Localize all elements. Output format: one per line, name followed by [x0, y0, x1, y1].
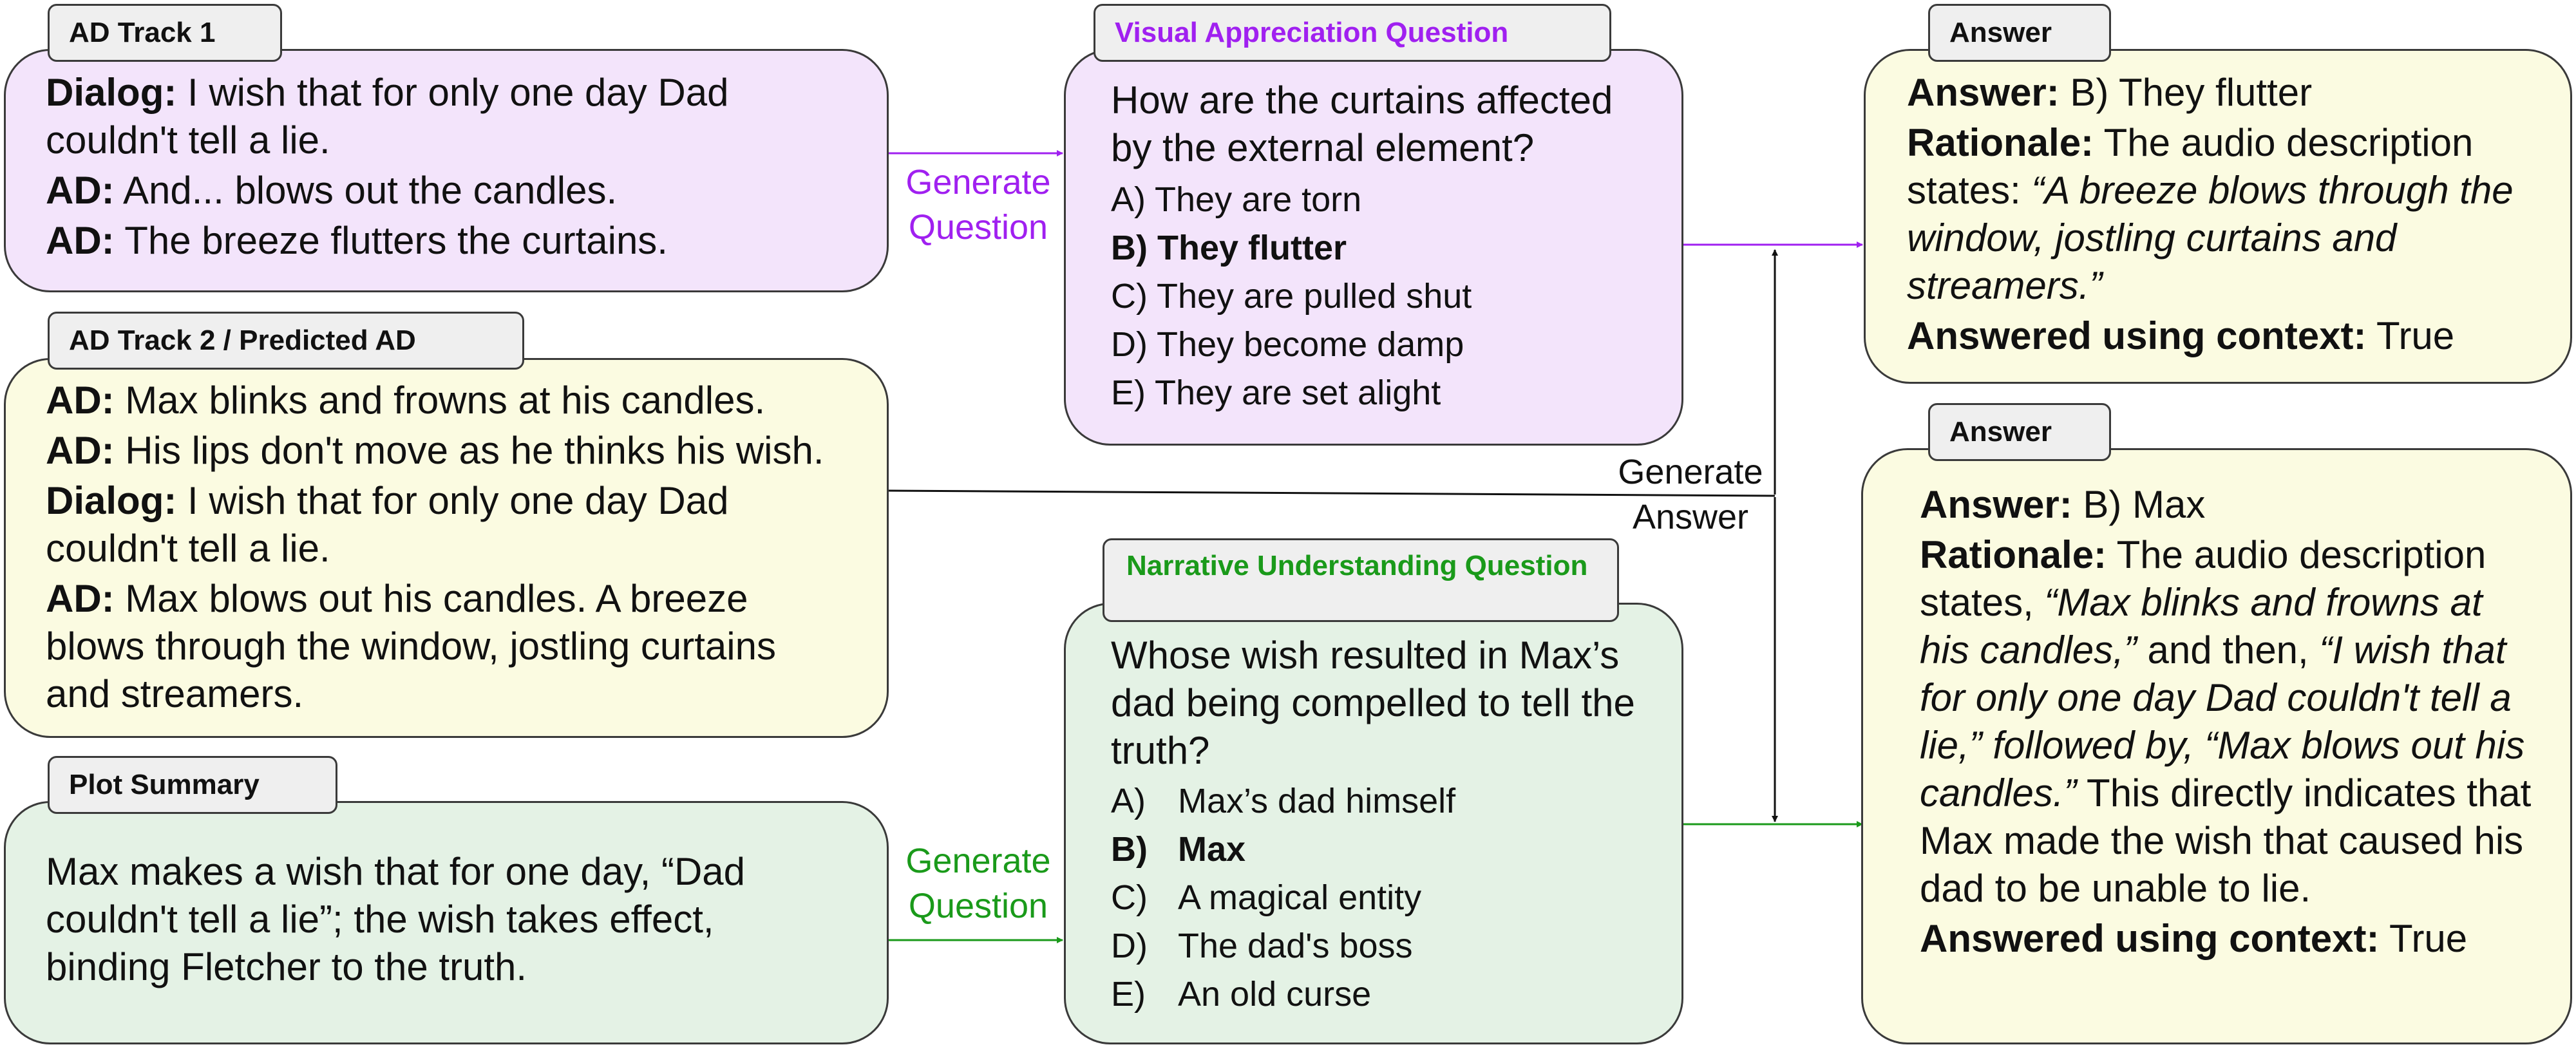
answer1-answer: Answer: B) They flutter — [1907, 71, 2313, 114]
answer1-context: Answered using context: True — [1907, 314, 2455, 357]
ad-track1-line: AD: The breeze flutters the curtains. — [46, 219, 668, 262]
narrative-question-title: Narrative Understanding Question — [1103, 538, 1619, 622]
generate-answer-label: Generate Answer — [1618, 453, 1763, 536]
answer1-rationale: Rationale: The audio description states:… — [1907, 121, 2514, 307]
visual-option-c: C) They are pulled shut — [1111, 277, 1472, 316]
narrative-option-b: B)Max — [1111, 830, 1246, 869]
visual-option-b: B) They flutter — [1111, 229, 1347, 267]
visual-option-e: E) They are set alight — [1111, 373, 1441, 412]
ad-track1-title: AD Track 1 — [48, 4, 282, 62]
answer1-title: Answer — [1928, 4, 2111, 62]
answer2-context: Answered using context: True — [1920, 917, 2468, 960]
answer2-answer: Answer: B) Max — [1920, 483, 2206, 526]
visual-option-a: A) They are torn — [1111, 180, 1362, 219]
answer2-title: Answer — [1928, 403, 2111, 461]
ad-track2-title: AD Track 2 / Predicted AD — [48, 312, 524, 370]
visual-option-d: D) They become damp — [1111, 325, 1464, 364]
ad-track2-box: AD: Max blinks and frowns at his candles… — [4, 358, 889, 738]
generate-question-label-1: Generate Question — [905, 163, 1051, 247]
answer2-rationale: Rationale: The audio description states,… — [1920, 533, 2532, 910]
plot-summary-title: Plot Summary — [48, 756, 337, 814]
answer1-box: Answer: B) They flutter Rationale: The a… — [1864, 49, 2572, 384]
narrative-question-box: Whose wish resulted in Max’s dad being c… — [1064, 603, 1683, 1044]
visual-question-title: Visual Appreciation Question — [1094, 4, 1611, 62]
ad-track1-line: Dialog: I wish that for only one day Dad… — [46, 71, 729, 162]
ad-track2-line: AD: Max blinks and frowns at his candles… — [46, 379, 766, 422]
visual-question-box: How are the curtains affected by the ext… — [1064, 49, 1683, 446]
narrative-option-c: C)A magical entity — [1111, 878, 1422, 917]
plot-summary-text: Max makes a wish that for one day, “Dad … — [46, 850, 746, 988]
narrative-question-text: Whose wish resulted in Max’s dad being c… — [1111, 634, 1635, 772]
ad-track2-line: AD: Max blows out his candles. A breeze … — [46, 577, 776, 715]
ad-track1-line: AD: And... blows out the candles. — [46, 169, 618, 212]
line-ad2-to-answer — [888, 489, 1776, 497]
narrative-option-e: E)An old curse — [1111, 975, 1372, 1014]
ad-track1-box: Dialog: I wish that for only one day Dad… — [4, 49, 889, 292]
answer2-box: Answer: B) Max Rationale: The audio desc… — [1861, 448, 2572, 1044]
generate-question-label-2: Generate Question — [905, 842, 1051, 925]
ad-track2-line: AD: His lips don't move as he thinks his… — [46, 429, 824, 472]
ad-track2-line: Dialog: I wish that for only one day Dad… — [46, 479, 729, 570]
narrative-option-a: A)Max’s dad himself — [1111, 782, 1456, 820]
plot-summary-box: Max makes a wish that for one day, “Dad … — [4, 801, 889, 1044]
narrative-option-d: D)The dad's boss — [1111, 927, 1413, 965]
visual-question-text: How are the curtains affected by the ext… — [1111, 79, 1613, 169]
